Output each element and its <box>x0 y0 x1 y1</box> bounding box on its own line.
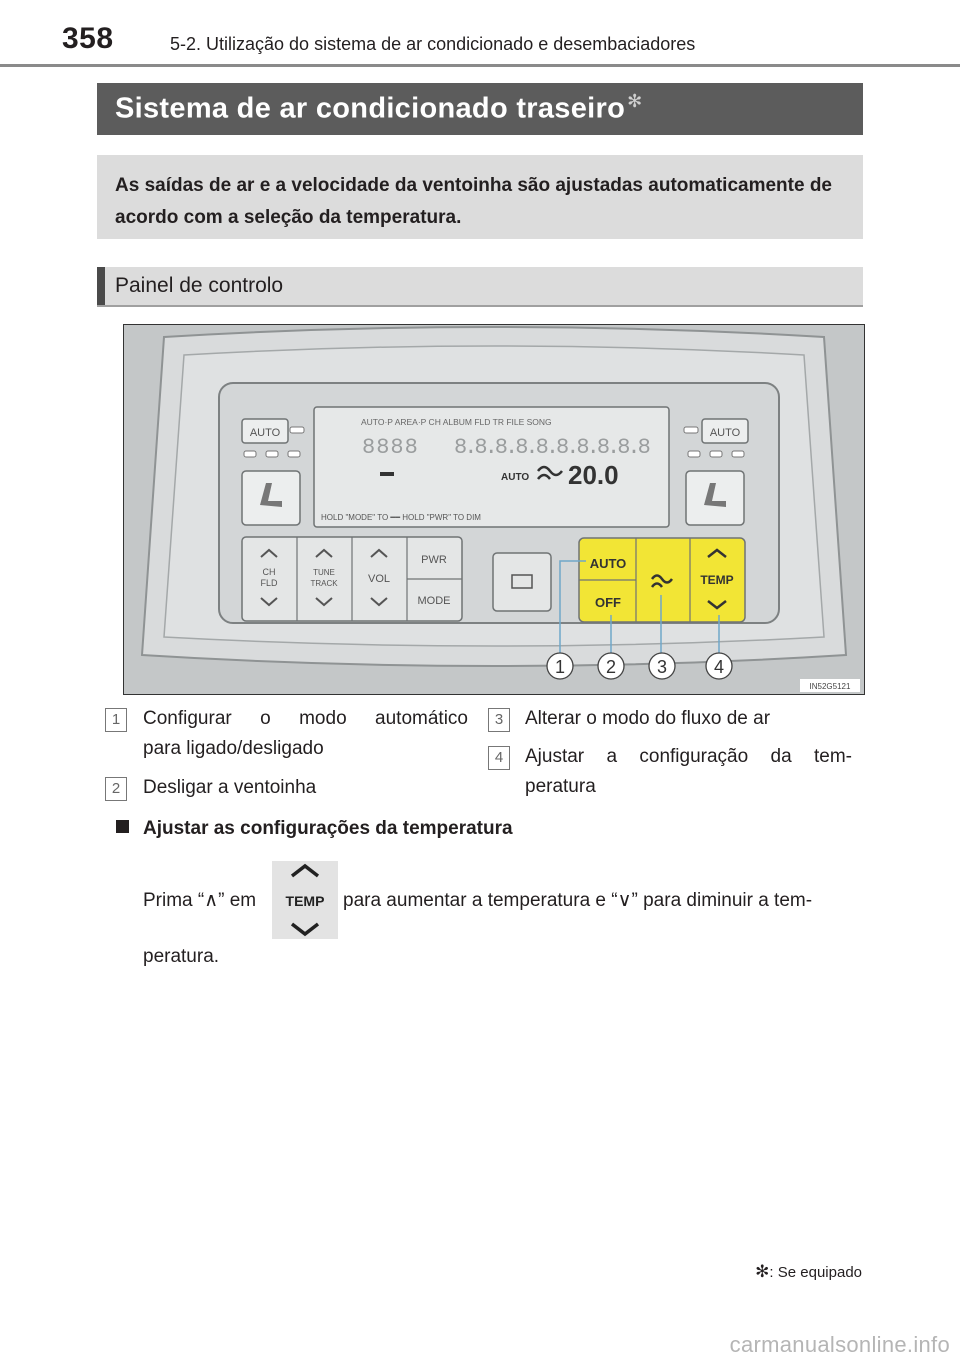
callout-1: 1 <box>555 657 565 677</box>
lcd-segments-right: 8.8.8.8.8.8.8.8.8.8 <box>454 435 650 460</box>
airflow-mode-icon <box>650 574 674 588</box>
summary-box: As saídas de ar e a velocidade da ventoi… <box>97 155 863 239</box>
control-panel-illustration: AUTO AUTO AUTO·P AREA·P CH ALBUM FLD TR … <box>124 325 864 694</box>
equipped-mark: ✻ <box>627 91 643 111</box>
control-panel-figure: AUTO AUTO AUTO·P AREA·P CH ALBUM FLD TR … <box>123 324 865 695</box>
climate-off-label: OFF <box>595 595 621 610</box>
track-label: TRACK <box>310 579 338 588</box>
header-divider <box>0 64 960 67</box>
bullet-square-icon <box>116 820 129 833</box>
temp-button-icon: TEMP <box>272 861 338 939</box>
lcd-temperature: 20.0 <box>568 460 619 490</box>
callout-lines <box>559 560 720 653</box>
section-title-bar: Sistema de ar condicionado traseiro✻ <box>97 83 863 135</box>
legend-number-2: 2 <box>105 777 127 801</box>
temp-button-svg: TEMP <box>286 863 325 937</box>
callout-4: 4 <box>714 657 724 677</box>
lcd-hold-text: HOLD "MODE" TO ━━ HOLD "PWR" TO DIM <box>321 513 481 522</box>
callout-3: 3 <box>657 657 667 677</box>
tune-label: TUNE <box>313 568 335 577</box>
seat-heater-right-button <box>685 470 745 526</box>
temperature-text-end: peratura. <box>143 946 220 967</box>
callout-numbers: 1 2 3 4 <box>546 652 733 680</box>
legend-number-4: 4 <box>488 746 510 770</box>
fld-label: FLD <box>260 578 278 588</box>
temperature-text-before: Prima “∧” em <box>143 890 257 911</box>
lcd-top-row: AUTO·P AREA·P CH ALBUM FLD TR FILE SONG <box>361 417 552 427</box>
lcd-auto-label: AUTO <box>501 472 529 483</box>
watermark: carmanualsonline.info <box>729 1332 950 1357</box>
callout-2: 2 <box>606 657 616 677</box>
summary-text: As saídas de ar e a velocidade da ventoi… <box>115 175 832 228</box>
footnote-mark: ✻ <box>755 1262 770 1281</box>
temperature-heading: Ajustar as configurações da temperatura <box>116 818 513 840</box>
image-code: IN52G5121 <box>810 682 851 691</box>
auto-left-label: AUTO <box>250 427 281 439</box>
temperature-text-after: para aumentar a temperatura e “∨” para d… <box>343 890 813 911</box>
legend-text-1-line1: Configurar o modo automático <box>143 708 468 729</box>
ch-label: CH <box>263 567 276 577</box>
lcd-display <box>313 406 670 528</box>
subsection-title: Painel de controlo <box>115 274 284 297</box>
seat-heater-left-button <box>241 470 301 526</box>
auto-right-label: AUTO <box>710 427 741 439</box>
chapter-title: 5-2. Utilização do sistema de ar condici… <box>170 34 696 54</box>
pwr-label: PWR <box>421 554 447 566</box>
legend-number-3: 3 <box>488 708 510 732</box>
auto-right-button <box>701 418 749 444</box>
legend-text-3: Alterar o modo do fluxo de ar <box>525 708 771 729</box>
temp-icon-label: TEMP <box>286 893 325 909</box>
screen-button <box>492 552 552 612</box>
legend-text-1-line2: para ligado/desligado <box>143 738 324 759</box>
temperature-heading-text: Ajustar as configurações da temperatura <box>143 818 513 839</box>
footnote: ✻: Se equipado <box>755 1262 862 1282</box>
climate-temp-label: TEMP <box>700 573 733 587</box>
lcd-fan-icon <box>537 465 563 480</box>
mode-label: MODE <box>418 595 451 607</box>
page-number: 358 <box>62 22 114 55</box>
legend-text-2: Desligar a ventoinha <box>143 777 317 798</box>
vol-label: VOL <box>368 573 390 585</box>
subsection-bar: Painel de controlo <box>97 267 863 307</box>
lcd-segments-left: 8888 <box>362 435 419 460</box>
auto-left-button <box>241 418 289 444</box>
legend-text-4-line1: Ajustar a configuração da tem- <box>525 746 852 767</box>
legend-number-1: 1 <box>105 708 127 732</box>
section-title: Sistema de ar condicionado traseiro✻ <box>115 91 643 126</box>
climate-auto-label: AUTO <box>590 556 627 571</box>
section-title-text: Sistema de ar condicionado traseiro <box>115 92 626 125</box>
subsection-accent <box>97 267 105 305</box>
legend-text-4-line2: peratura <box>525 776 596 797</box>
footnote-text: : Se equipado <box>769 1264 862 1281</box>
